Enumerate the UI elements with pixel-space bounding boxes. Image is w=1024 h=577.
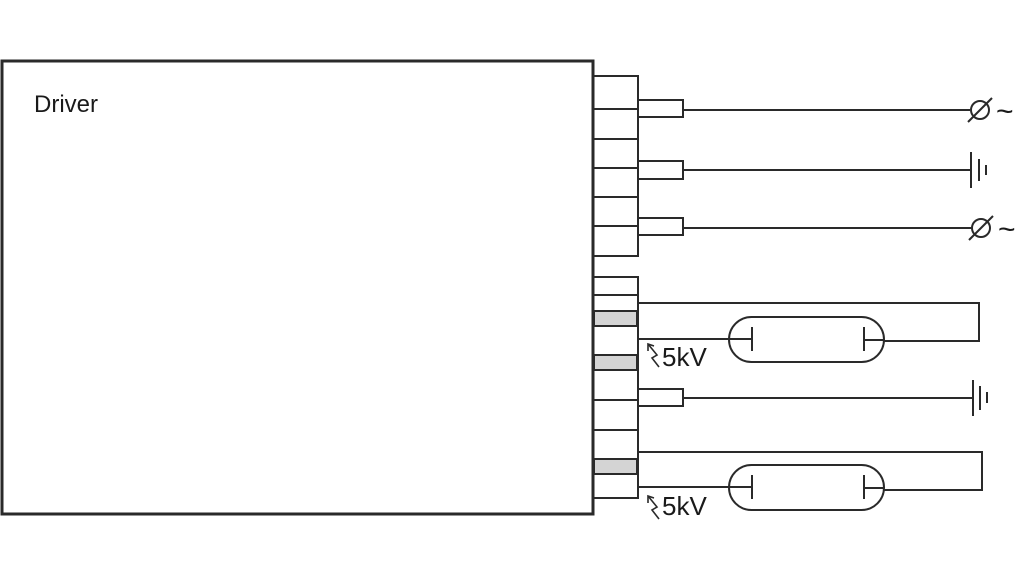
- high-voltage-arrow-icon-2: [647, 494, 660, 520]
- plug-earth-2: [637, 388, 684, 407]
- hv-terminal-2: [593, 354, 638, 371]
- hv-terminal-1: [593, 310, 638, 327]
- high-voltage-arrow-icon-1: [647, 342, 660, 368]
- hv-terminal-3: [593, 458, 638, 475]
- lamp-2-circuit: [638, 451, 983, 511]
- earth-icon-1: [970, 152, 987, 188]
- mains-terminal-icon-1: [967, 97, 993, 123]
- ignition-voltage-label-2: 5kV: [662, 491, 707, 521]
- ac-tilde-icon-1: ~: [996, 95, 1014, 128]
- earth-icon-2: [972, 380, 988, 416]
- terminal-block-upper: [592, 75, 639, 257]
- lamp-1-circuit: [638, 302, 980, 363]
- plug-mains-2: [637, 217, 684, 236]
- ac-tilde-icon-2: ~: [998, 213, 1016, 246]
- plug-mains-1: [637, 99, 684, 118]
- driver-label: Driver: [34, 91, 98, 118]
- mains-terminal-icon-2: [968, 215, 994, 241]
- ignition-voltage-label-1: 5kV: [662, 342, 707, 372]
- plug-earth-1: [637, 160, 684, 180]
- driver-box: [0, 59, 595, 516]
